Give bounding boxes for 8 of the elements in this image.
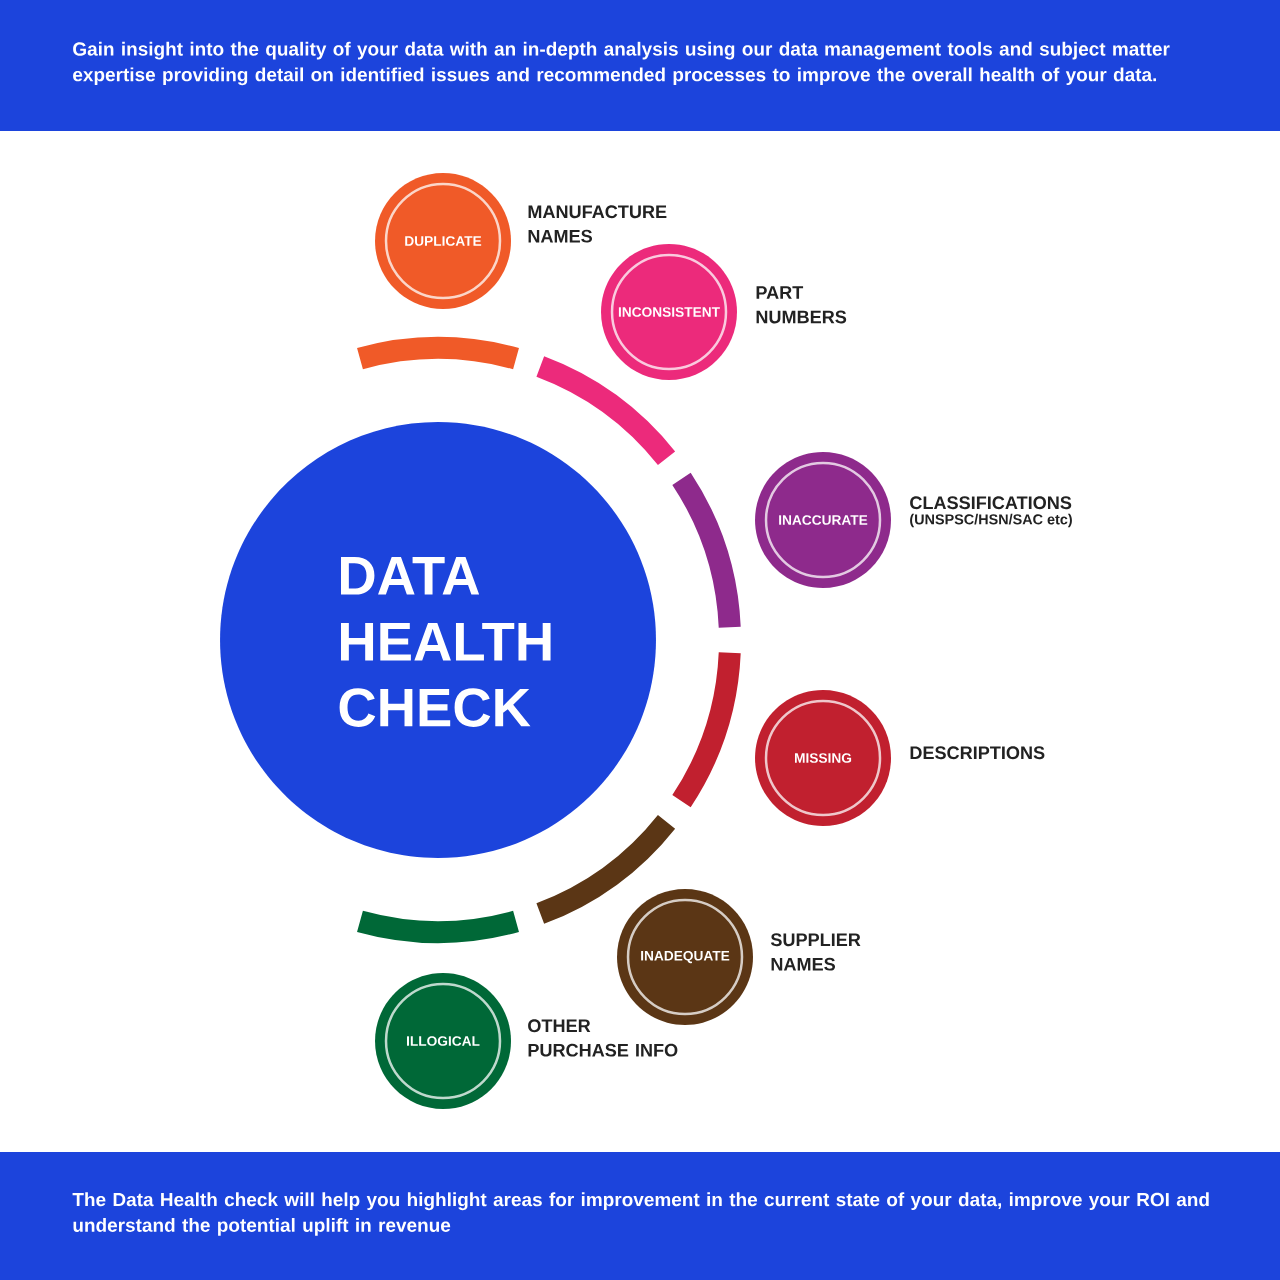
category-label: DESCRIPTIONS bbox=[910, 746, 1045, 760]
category-label: PART NUMBERS bbox=[756, 286, 847, 324]
banner: The Data Health check will help you highlight areas for improvement in the current state of your data, improve your ROI and understand the potential uplift in revenue bbox=[0, 1152, 1280, 1280]
category-label: SUPPLIER NAMES bbox=[770, 933, 861, 971]
category-label: (UNSPSC/HSN/SAC etc) bbox=[910, 513, 1072, 528]
category-label: CLASSIFICATIONS bbox=[910, 496, 1072, 510]
category-label: MANUFACTURE NAMES bbox=[528, 205, 667, 243]
banner: Gain insight into the quality of your data with an in-depth analysis using our data management tools and subject matter expertise providing detail on identified issues and recommended processes to improve the overall health of your data. bbox=[0, 0, 1280, 131]
